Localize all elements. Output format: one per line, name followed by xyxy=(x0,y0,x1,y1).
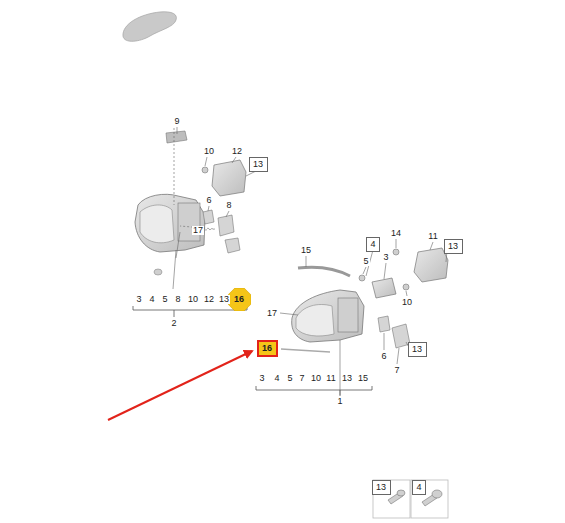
callout-number: 7 xyxy=(298,374,305,383)
callout-number: 15 xyxy=(300,246,312,255)
highlighted-callout-box: 16 xyxy=(257,340,278,357)
callout-number: 17 xyxy=(192,226,204,235)
callout-number: 5 xyxy=(161,295,168,304)
leader-line xyxy=(396,239,397,248)
callout-number: 13 xyxy=(376,483,386,492)
callout-number: 17 xyxy=(266,309,278,318)
leader-line xyxy=(306,256,307,267)
reference-box: 4 xyxy=(412,480,426,495)
callout-number: 2 xyxy=(170,319,177,328)
leader-line xyxy=(363,267,366,274)
callout-number: 16 xyxy=(262,344,272,353)
reference-box: 13 xyxy=(444,239,463,254)
leader-line xyxy=(177,127,178,134)
leader-line xyxy=(280,313,298,315)
leader-line xyxy=(176,232,180,258)
callout-number: 1 xyxy=(336,397,343,406)
callout-number: 12 xyxy=(203,295,215,304)
callout-number: 13 xyxy=(448,242,458,251)
reference-box: 13 xyxy=(249,157,268,172)
leader-line xyxy=(174,120,175,205)
callout-number: 3 xyxy=(382,253,389,262)
callout-number: 7 xyxy=(393,366,400,375)
reference-box: 4 xyxy=(366,237,380,252)
callout-number: 12 xyxy=(231,147,243,156)
callout-number: 10 xyxy=(401,298,413,307)
callout-number: 13 xyxy=(218,295,230,304)
leader-line xyxy=(340,340,341,395)
callout-number: 10 xyxy=(203,147,215,156)
leader-line xyxy=(173,250,176,289)
callout-number: 11 xyxy=(427,232,438,241)
callout-number: 10 xyxy=(310,374,322,383)
callout-number: 11 xyxy=(325,374,336,383)
callout-number: 6 xyxy=(380,352,387,361)
callout-number: 9 xyxy=(173,117,180,126)
callout-number: 8 xyxy=(174,295,181,304)
leader-line xyxy=(397,348,399,364)
callout-number: 5 xyxy=(286,374,293,383)
highlight-octagon: 16 xyxy=(228,288,251,311)
leader-line xyxy=(226,211,229,217)
leader-line xyxy=(205,157,207,166)
callout-number: 4 xyxy=(370,240,375,249)
callout-number: 8 xyxy=(225,201,232,210)
callout-number: 15 xyxy=(357,374,369,383)
callout-number: 14 xyxy=(390,229,402,238)
callout-number: 4 xyxy=(273,374,280,383)
leader-line xyxy=(384,333,385,350)
leader-line xyxy=(208,206,209,211)
leader-line xyxy=(430,242,433,250)
callout-number: 4 xyxy=(148,295,155,304)
callout-number: 4 xyxy=(416,483,421,492)
callout-number: 16 xyxy=(234,295,244,304)
leader-line xyxy=(406,291,407,296)
leader-line xyxy=(384,263,386,279)
callout-number: 5 xyxy=(362,257,369,266)
callout-number: 13 xyxy=(253,160,263,169)
callout-number: 6 xyxy=(205,196,212,205)
reference-box: 13 xyxy=(372,480,391,495)
reference-box: 13 xyxy=(408,342,427,357)
leader-line xyxy=(232,157,236,163)
callout-number: 13 xyxy=(412,345,422,354)
callout-number: 3 xyxy=(135,295,142,304)
callout-number: 3 xyxy=(258,374,265,383)
callout-number: 10 xyxy=(187,295,199,304)
callout-number: 13 xyxy=(341,374,353,383)
